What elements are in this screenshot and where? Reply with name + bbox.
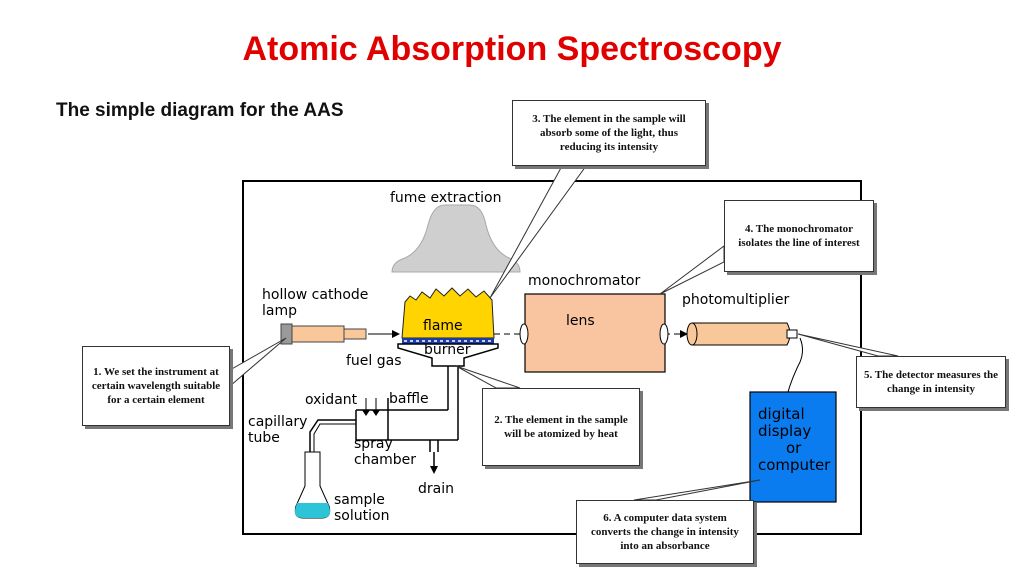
hollow-cathode-lamp-body [291,325,345,343]
capillary-tube-label-line1: capillary [248,414,308,430]
digital-display-line2: display [758,422,812,440]
flame-shape [401,287,495,339]
exit-slit [659,323,669,345]
photomultiplier-label: photomultiplier [682,292,790,308]
entrance-slit [519,323,529,345]
baffle-label: baffle [389,391,429,407]
burner-head [397,343,499,367]
callout-3-pointer [489,165,587,299]
fume-extraction-hood [391,204,521,273]
page-title: Atomic Absorption Spectroscopy [242,30,782,68]
spray-chamber-label: spray chamber [354,436,416,468]
oxidant-label: oxidant [305,392,358,408]
fume-extraction-label: fume extraction [390,190,502,206]
burner-label: burner [424,342,471,358]
spray-chamber-label-line1: spray [354,436,393,452]
flame-label: flame [423,318,463,334]
digital-display-box [749,391,837,503]
hollow-cathode-label-line2: lamp [262,303,297,319]
callout-6: 6. A computer data system converts the c… [576,500,754,564]
photomultiplier-tube [688,322,791,346]
page-subtitle: The simple diagram for the AAS [56,100,344,121]
sample-solution-label-line2: solution [334,508,390,524]
hollow-cathode-label: hollow cathode lamp [262,287,368,319]
callout-1: 1. We set the instrument at certain wave… [82,346,230,426]
fuel-gas-label: fuel gas [346,353,402,369]
capillary-tube-label: capillary tube [248,414,307,446]
callout-1-pointer [229,337,287,388]
digital-display-label: digital display or computer [758,406,830,474]
digital-display-line3: or [786,439,802,457]
callout-4: 4. The monochromator isolates the line o… [724,200,874,272]
capillary-tube-label-line2: tube [248,430,280,446]
callout-5: 5. The detector measures the change in i… [856,356,1006,408]
digital-display-line1: digital [758,405,805,423]
sample-solution-label: sample solution [334,492,389,524]
callout-3: 3. The element in the sample will absorb… [512,100,706,166]
lens-label: lens [566,313,595,329]
spray-chamber-label-line2: chamber [354,452,417,468]
digital-display-line4: computer [758,456,831,474]
monochromator-label: monochromator [528,273,641,289]
signal-wire [787,337,803,393]
drain-label: drain [418,481,454,497]
callout-2: 2. The element in the sample will be ato… [482,388,640,466]
monochromator-box [524,293,666,373]
sample-solution-label-line1: sample [334,492,385,508]
hollow-cathode-label-line1: hollow cathode [262,287,369,303]
